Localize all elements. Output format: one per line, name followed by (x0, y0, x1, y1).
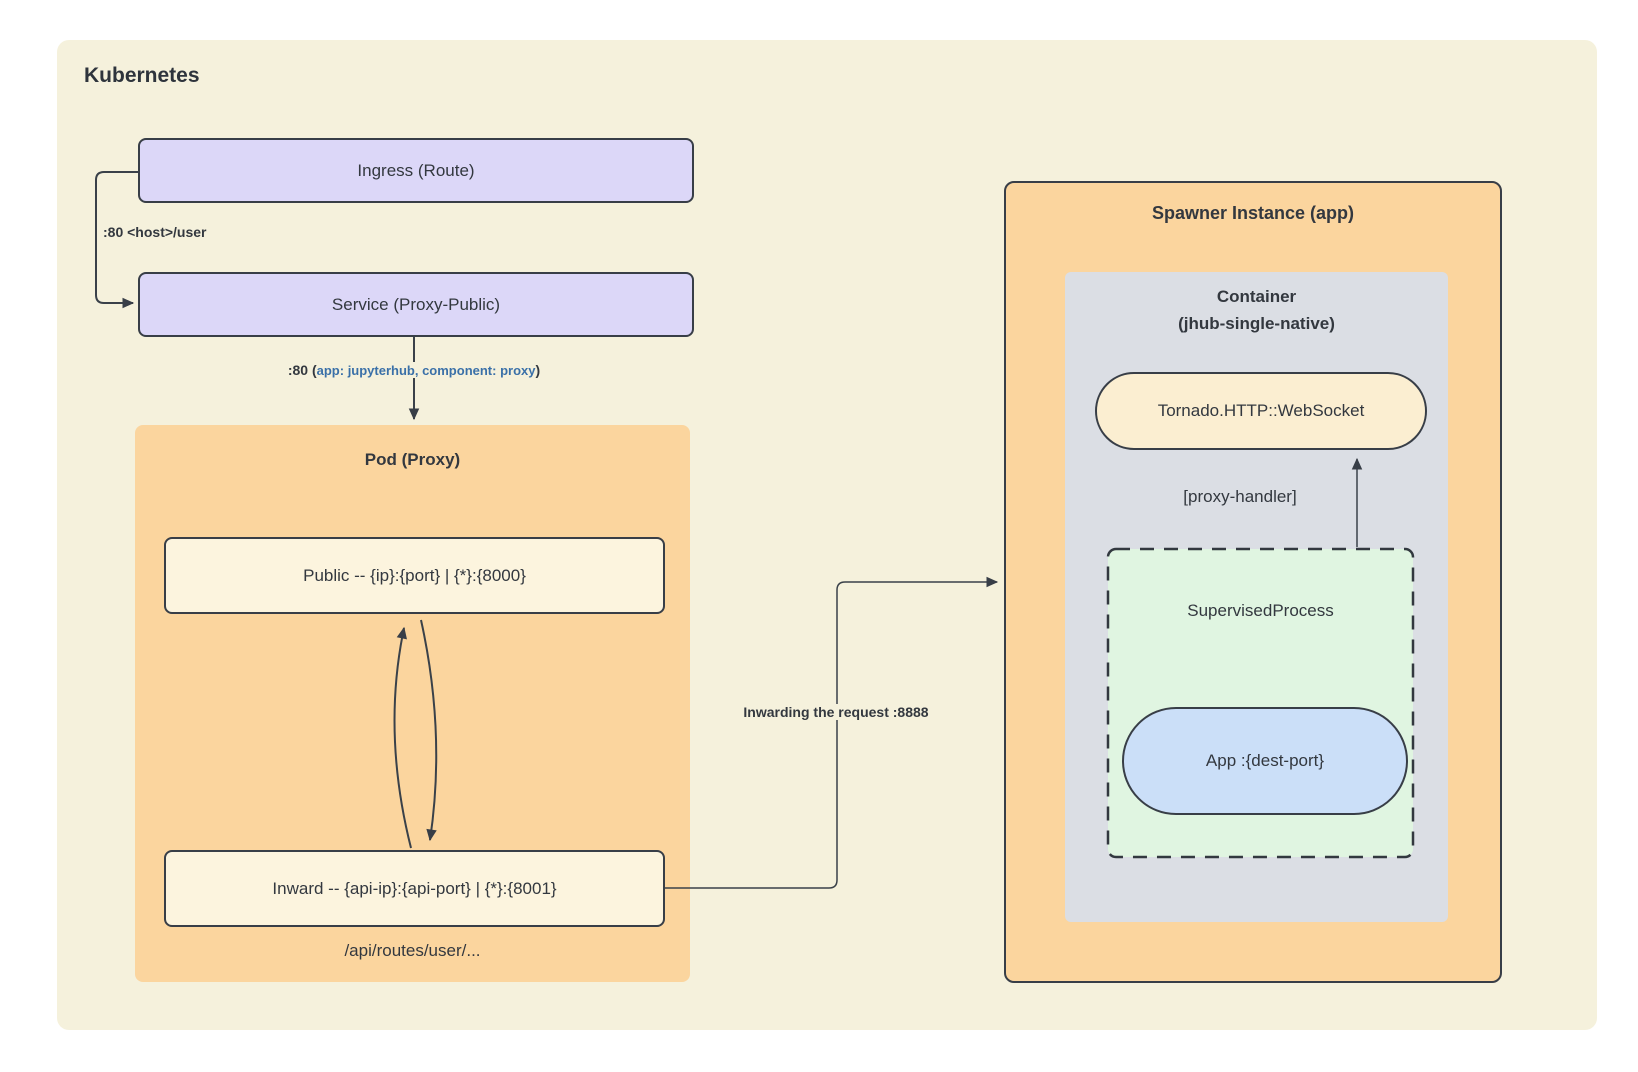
app-port-node: App :{dest-port} (1122, 707, 1408, 815)
api-routes-label: /api/routes/user/... (344, 941, 481, 960)
inward-endpoint-label: Inward -- {api-ip}:{api-port} | {*}:{800… (272, 878, 557, 898)
edge-label-selector-value: app: jupyterhub, component: proxy (316, 363, 536, 378)
container-title-line1: Container (1216, 287, 1297, 306)
pod-title: Pod (Proxy) (364, 450, 461, 469)
public-endpoint-node: Public -- {ip}:{port} | {*}:{8000} (164, 537, 665, 614)
ingress-label: Ingress (Route) (357, 160, 475, 180)
ingress-node: Ingress (Route) (138, 138, 694, 203)
inward-endpoint-node: Inward -- {api-ip}:{api-port} | {*}:{800… (164, 850, 665, 927)
service-node: Service (Proxy-Public) (138, 272, 694, 337)
edge-label-host-user: :80 <host>/user (103, 224, 207, 240)
container-title-line2: (jhub-single-native) (1178, 314, 1335, 333)
public-endpoint-label: Public -- {ip}:{port} | {*}:{8000} (303, 565, 526, 585)
spawner-title: Spawner Instance (app) (1151, 203, 1355, 223)
edge-label-selector-prefix: :80 ( (287, 362, 317, 378)
tornado-websocket-label: Tornado.HTTP::WebSocket (1157, 401, 1365, 420)
kubernetes-title: Kubernetes (84, 64, 200, 87)
app-port-label: App :{dest-port} (1205, 751, 1325, 770)
tornado-websocket-node: Tornado.HTTP::WebSocket (1095, 372, 1427, 450)
proxy-handler-label: [proxy-handler] (1183, 487, 1297, 506)
edge-label-service-selector: :80 (app: jupyterhub, component: proxy) (284, 362, 544, 378)
service-label: Service (Proxy-Public) (331, 294, 501, 314)
container-title: Container (jhub-single-native) (1065, 283, 1448, 337)
supervised-process-label: SupervisedProcess (1187, 601, 1334, 620)
edge-label-selector-suffix: ) (535, 362, 541, 378)
edge-label-inwarding: Inwarding the request :8888 (739, 704, 933, 720)
